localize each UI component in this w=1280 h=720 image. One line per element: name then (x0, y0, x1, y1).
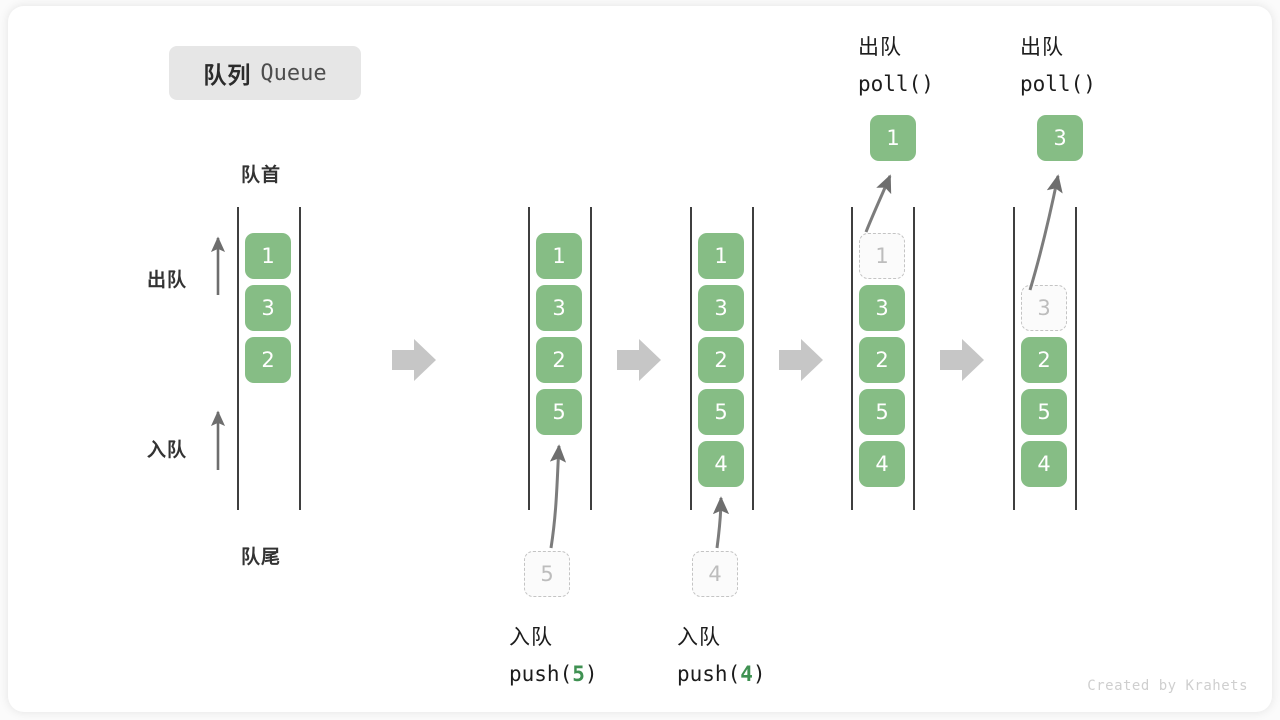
cell-col4-4: 4 (859, 441, 905, 487)
dequeue-direction-label: 出队 (147, 270, 188, 291)
rail-left-col-2 (528, 207, 530, 510)
push-4-value: 4 (740, 662, 753, 686)
rail-left-col-1 (237, 207, 239, 510)
push-5-label: 入队 push(5) (509, 620, 598, 692)
cell-col2-3: 5 (536, 389, 582, 435)
push-4-label-cn: 入队 (677, 626, 721, 649)
cell-col4-0-ghost: 1 (859, 233, 905, 279)
poll-1-label: 出队 poll() (858, 30, 934, 102)
push-5-label-code: push(5) (509, 662, 598, 686)
push-5-value: 5 (572, 662, 585, 686)
cell-col1-0: 1 (245, 233, 291, 279)
popped-cell-poll-3: 3 (1037, 115, 1083, 161)
poll-3-label-cn: 出队 (1020, 36, 1064, 59)
incoming-cell-push-4: 4 (692, 551, 738, 597)
queue-head-label: 队首 (241, 165, 282, 186)
watermark: Created by Krahets (1087, 678, 1248, 694)
poll-3-label-code: poll() (1020, 72, 1096, 96)
cell-col3-0: 1 (698, 233, 744, 279)
push-4-label: 入队 push(4) (677, 620, 766, 692)
cell-col1-2: 2 (245, 337, 291, 383)
cell-col5-2: 2 (1021, 337, 1067, 383)
cell-col5-1-ghost: 3 (1021, 285, 1067, 331)
rail-right-col-3 (752, 207, 754, 510)
incoming-cell-push-5: 5 (524, 551, 570, 597)
rail-left-col-4 (851, 207, 853, 510)
cell-col4-3: 5 (859, 389, 905, 435)
cell-col5-4: 4 (1021, 441, 1067, 487)
rail-left-col-5 (1013, 207, 1015, 510)
push-4-label-code: push(4) (677, 662, 766, 686)
rail-right-col-2 (590, 207, 592, 510)
queue-tail-label: 队尾 (241, 547, 282, 568)
title-chinese: 队列 (203, 62, 252, 88)
poll-1-label-code: poll() (858, 72, 934, 96)
cell-col4-1: 3 (859, 285, 905, 331)
title-badge: 队列 Queue (169, 46, 361, 100)
cell-col3-4: 4 (698, 441, 744, 487)
rail-right-col-1 (299, 207, 301, 510)
poll-3-label: 出队 poll() (1020, 30, 1096, 102)
rail-right-col-4 (913, 207, 915, 510)
cell-col2-1: 3 (536, 285, 582, 331)
cell-col2-0: 1 (536, 233, 582, 279)
poll-1-label-cn: 出队 (858, 36, 902, 59)
rail-left-col-3 (690, 207, 692, 510)
diagram-card (8, 6, 1272, 712)
popped-cell-poll-1: 1 (870, 115, 916, 161)
title-english: Queue (260, 60, 327, 86)
cell-col3-1: 3 (698, 285, 744, 331)
cell-col5-3: 5 (1021, 389, 1067, 435)
cell-col3-2: 2 (698, 337, 744, 383)
cell-col2-2: 2 (536, 337, 582, 383)
push-5-label-cn: 入队 (509, 626, 553, 649)
cell-col3-3: 5 (698, 389, 744, 435)
cell-col1-1: 3 (245, 285, 291, 331)
rail-right-col-5 (1075, 207, 1077, 510)
enqueue-direction-label: 入队 (147, 440, 188, 461)
cell-col4-2: 2 (859, 337, 905, 383)
